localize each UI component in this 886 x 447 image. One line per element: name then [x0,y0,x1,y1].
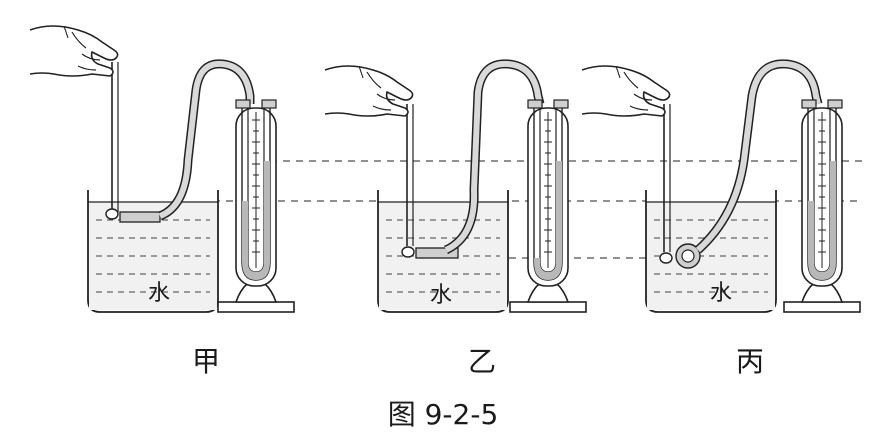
panel-label-bing: 丙 [736,345,765,378]
panel-label-yi: 乙 [468,345,497,378]
panel-label-jia: 甲 [192,345,221,378]
panel-jia: 水 [29,25,295,313]
water-label-yi: 水 [430,283,452,308]
water-label-bing: 水 [710,281,732,306]
panel-yi: 水 [324,59,587,313]
panel-bing: 水 [581,59,861,313]
figure-caption: 图 9-2-5 [387,398,499,431]
water-label-jia: 水 [148,281,170,306]
hand-yi [324,65,414,117]
hand-jia [29,25,119,77]
hand-bing [581,65,671,117]
